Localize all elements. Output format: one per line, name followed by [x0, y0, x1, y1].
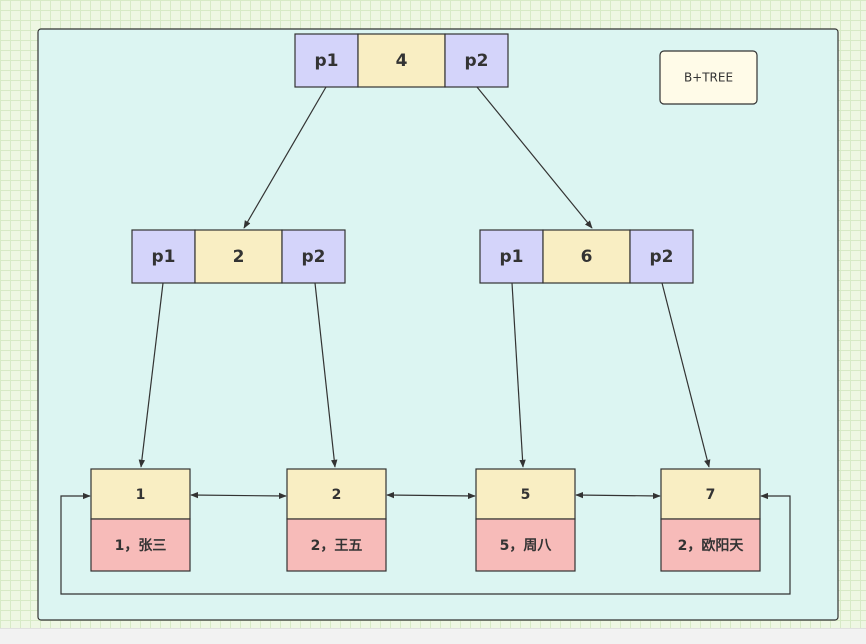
leaf-3-record-label: 5，周八 [500, 538, 553, 554]
root-right-pointer-cell [444, 33, 509, 88]
internal-left-right-pointer-cell [281, 229, 346, 284]
right-internal-p2-to-leaf-4-arrow [661, 282, 711, 468]
leaf-1-record-label: 1，张三 [115, 538, 167, 554]
root-right-pointer-label: p2 [465, 51, 489, 71]
diagram-panel [37, 28, 839, 621]
leaf-1-record-cell [90, 518, 191, 572]
left-internal-p2-to-leaf-2-arrow [314, 282, 338, 468]
right-internal-p1-to-leaf-3-arrow [511, 282, 526, 468]
leaf-1-key-label: 1 [136, 487, 146, 503]
root-node: p1 4 p2 [294, 33, 509, 88]
leaf-3-key-label: 5 [521, 487, 531, 503]
leaf-node-2: 2 2，王五 [286, 468, 387, 572]
root-left-pointer-label: p1 [315, 51, 339, 71]
leaf-4-record-cell [660, 518, 761, 572]
left-internal-p1-to-leaf-1-arrow [138, 282, 164, 468]
internal-right-right-pointer-cell [629, 229, 694, 284]
bottom-status-strip [0, 628, 866, 644]
leaf-node-3: 5 5，周八 [475, 468, 576, 572]
internal-right-key-label: 6 [581, 247, 593, 267]
root-p2-to-right-internal-arrow [476, 86, 593, 229]
root-left-pointer-cell [294, 33, 359, 88]
root-p1-to-left-internal-arrow [243, 86, 327, 229]
internal-right-pointer-cell [479, 229, 544, 284]
tree-type-badge: B+TREE [659, 50, 758, 105]
leaf-4-key-label: 7 [706, 487, 716, 503]
internal-left-key-label: 2 [233, 247, 245, 267]
internal-left-p2-label: p2 [302, 247, 326, 267]
leaf-node-1: 1 1，张三 [90, 468, 191, 572]
leaf-node-4: 7 2，欧阳天 [660, 468, 761, 572]
internal-node-right: p1 6 p2 [479, 229, 694, 284]
internal-left-key-cell [194, 229, 283, 284]
leaf-4-record-label: 2，欧阳天 [678, 537, 745, 554]
internal-left-p1-label: p1 [152, 247, 176, 267]
internal-right-p2-label: p2 [650, 247, 674, 267]
leaf-wraparound-link [60, 492, 791, 595]
tree-type-label: B+TREE [684, 71, 733, 85]
internal-left-pointer-cell [131, 229, 196, 284]
leaf-3-record-cell [475, 518, 576, 572]
internal-node-left: p1 2 p2 [131, 229, 346, 284]
leaf-2-record-label: 2，王五 [311, 538, 363, 554]
leaf-2-key-label: 2 [332, 487, 342, 503]
root-key-label: 4 [396, 51, 408, 71]
internal-right-key-cell [542, 229, 631, 284]
internal-right-p1-label: p1 [500, 247, 524, 267]
leaf-2-record-cell [286, 518, 387, 572]
